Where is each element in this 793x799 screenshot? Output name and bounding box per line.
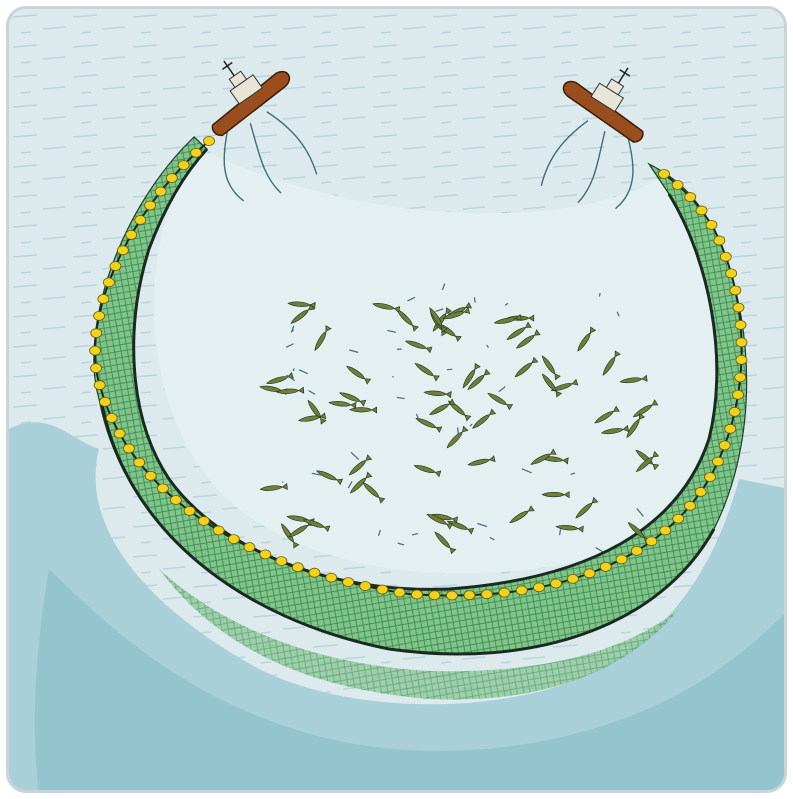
float (735, 373, 746, 382)
water-ripple (458, 427, 459, 434)
float (94, 311, 105, 320)
float (429, 591, 440, 600)
float (326, 573, 337, 582)
float (135, 215, 146, 224)
float (110, 262, 121, 271)
float (360, 582, 371, 591)
float (377, 585, 388, 594)
water-ripple (282, 482, 283, 483)
float (191, 148, 202, 157)
float (123, 444, 134, 453)
float (660, 526, 671, 535)
float (170, 496, 181, 505)
float (411, 590, 422, 599)
float (705, 473, 716, 482)
float (464, 591, 475, 600)
float (733, 303, 744, 312)
float (98, 294, 109, 303)
float (516, 586, 527, 595)
float (695, 487, 706, 496)
water-ripple (599, 293, 600, 297)
float (91, 364, 102, 373)
float (260, 550, 271, 559)
purse-seine-illustration (9, 9, 787, 793)
float (673, 514, 684, 523)
water-ripple (474, 297, 475, 302)
float (309, 568, 320, 577)
float (94, 381, 105, 390)
float (343, 578, 354, 587)
float (659, 170, 670, 179)
float (729, 407, 740, 416)
float (106, 414, 117, 423)
float (672, 180, 683, 189)
float (719, 441, 730, 450)
float (736, 338, 747, 347)
float (117, 246, 128, 255)
float (685, 193, 696, 202)
float (244, 543, 255, 552)
float (91, 329, 102, 338)
float (446, 591, 457, 600)
float (126, 230, 137, 239)
float (204, 137, 215, 146)
float (100, 397, 111, 406)
float (145, 201, 156, 210)
float (725, 424, 736, 433)
float (616, 555, 627, 564)
float (730, 286, 741, 295)
float (736, 355, 747, 364)
float (198, 517, 209, 526)
float (155, 187, 166, 196)
float (481, 590, 492, 599)
float (184, 506, 195, 515)
float (584, 569, 595, 578)
float (166, 174, 177, 183)
float (735, 320, 746, 329)
float (706, 220, 717, 229)
float (733, 390, 744, 399)
float (276, 557, 287, 566)
float (228, 535, 239, 544)
water-ripple (392, 376, 393, 377)
float (499, 588, 510, 597)
float (685, 501, 696, 510)
float (712, 457, 723, 466)
float (533, 583, 544, 592)
float (720, 252, 731, 261)
float (103, 278, 114, 287)
float (714, 236, 725, 245)
float (600, 562, 611, 571)
float (157, 484, 168, 493)
float (134, 458, 145, 467)
float (145, 471, 156, 480)
float (567, 574, 578, 583)
illustration-frame (6, 6, 787, 793)
float (631, 546, 642, 555)
float (696, 206, 707, 215)
float (90, 346, 101, 355)
float (394, 588, 405, 597)
float (292, 563, 303, 572)
float (646, 537, 657, 546)
enclosed-water (154, 149, 735, 574)
float (178, 161, 189, 170)
float (551, 579, 562, 588)
float (114, 429, 125, 438)
float (726, 269, 737, 278)
float (213, 526, 224, 535)
